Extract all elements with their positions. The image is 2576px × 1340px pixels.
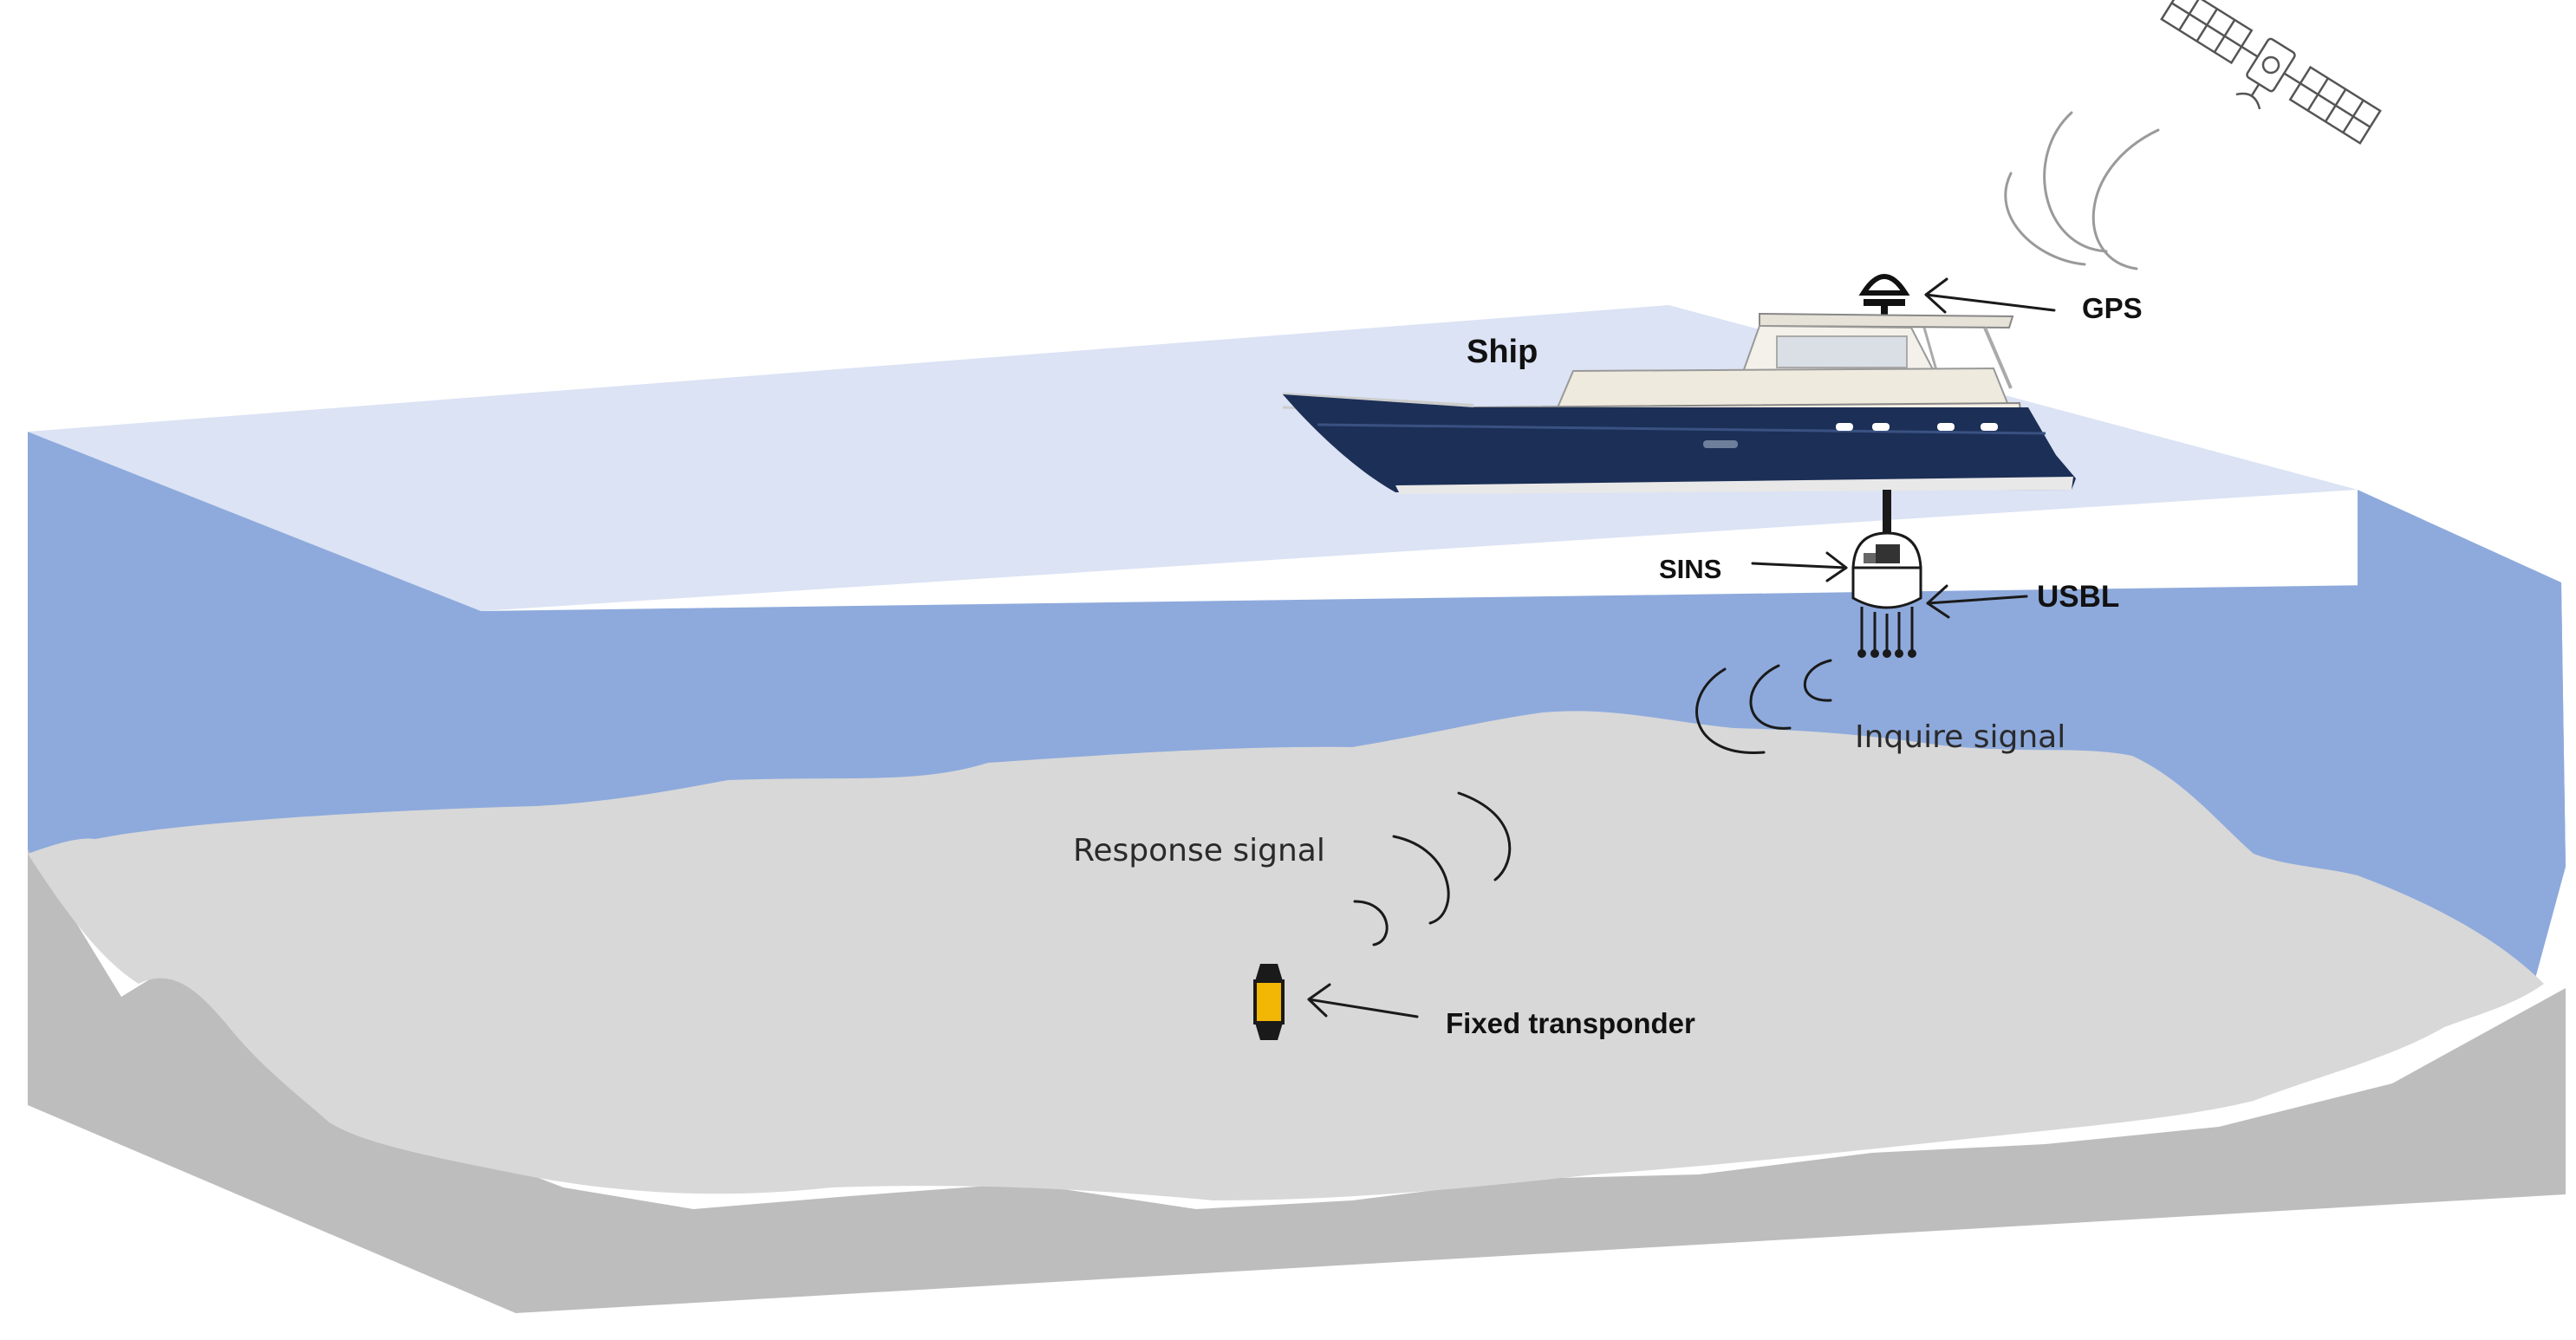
seabed [28, 711, 2566, 1313]
fixed-transponder-label: Fixed transponder [1446, 1007, 1695, 1039]
seabed-top-face [28, 711, 2544, 1200]
seabed-side-face [28, 849, 2566, 1313]
sins-label: SINS [1659, 554, 1721, 584]
usbl-arrow [1926, 584, 2028, 619]
sins-arrow [1751, 551, 1848, 582]
gps-signal-waves [2004, 111, 2160, 270]
ship-label: Ship [1467, 334, 1538, 370]
response-signal-waves [1353, 791, 1512, 946]
ship-icon [1282, 274, 2076, 494]
transponder-arrow [1307, 983, 1419, 1018]
water-right-face [2358, 490, 2566, 867]
gps-arrow [1924, 277, 2056, 314]
response-signal-label: Response signal [1073, 833, 1325, 868]
inquire-signal-waves [1695, 659, 1832, 754]
usbl-device-icon [1851, 490, 1922, 658]
gps-antenna-icon [1858, 274, 1910, 326]
gps-label: GPS [2082, 292, 2143, 324]
transponder-icon [1253, 964, 1285, 1040]
usbl-label: USBL [2037, 580, 2119, 614]
inquire-signal-label: Inquire signal [1855, 719, 2065, 755]
satellite-icon [2160, 0, 2382, 145]
